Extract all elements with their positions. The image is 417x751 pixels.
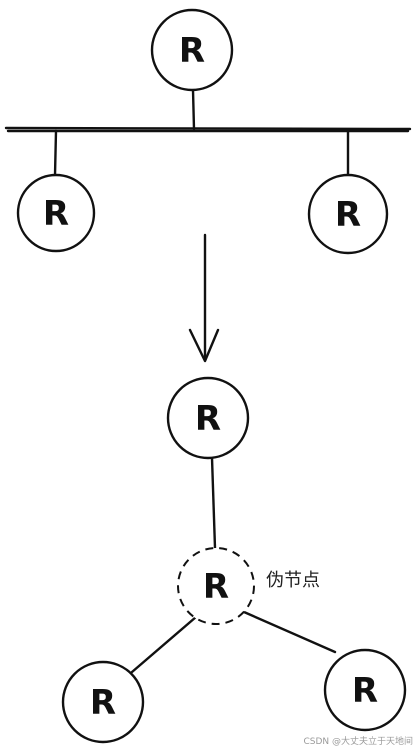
router-node-top: R <box>150 8 234 92</box>
router-label: R <box>335 195 361 235</box>
router-label: R <box>43 194 69 234</box>
router-node-right: R <box>307 173 389 255</box>
link-pseudo-node-to-left-router <box>130 615 198 674</box>
router-label: R <box>195 399 221 439</box>
router-node-center: R <box>166 376 250 460</box>
router-label: R <box>179 31 205 71</box>
router-node-left: R <box>16 173 96 253</box>
watermark-text: CSDN @大丈夫立于天地间 <box>303 735 413 747</box>
pseudo-node-annotation: 伪节点 <box>266 570 320 591</box>
bus-link-left <box>53 129 58 177</box>
transform-arrow <box>188 233 220 363</box>
router-node-bottom-left: R <box>61 660 145 744</box>
bus-link-top <box>191 88 196 131</box>
pseudo-node-label: R <box>203 567 229 607</box>
router-label: R <box>90 683 116 723</box>
link-router-to-pseudo-node <box>210 456 217 550</box>
pseudo-node: R <box>177 547 255 625</box>
broadcast-bus-line <box>4 126 412 131</box>
router-node-bottom-right: R <box>323 648 407 732</box>
link-pseudo-node-to-right-router <box>242 610 337 654</box>
router-label: R <box>352 671 378 711</box>
